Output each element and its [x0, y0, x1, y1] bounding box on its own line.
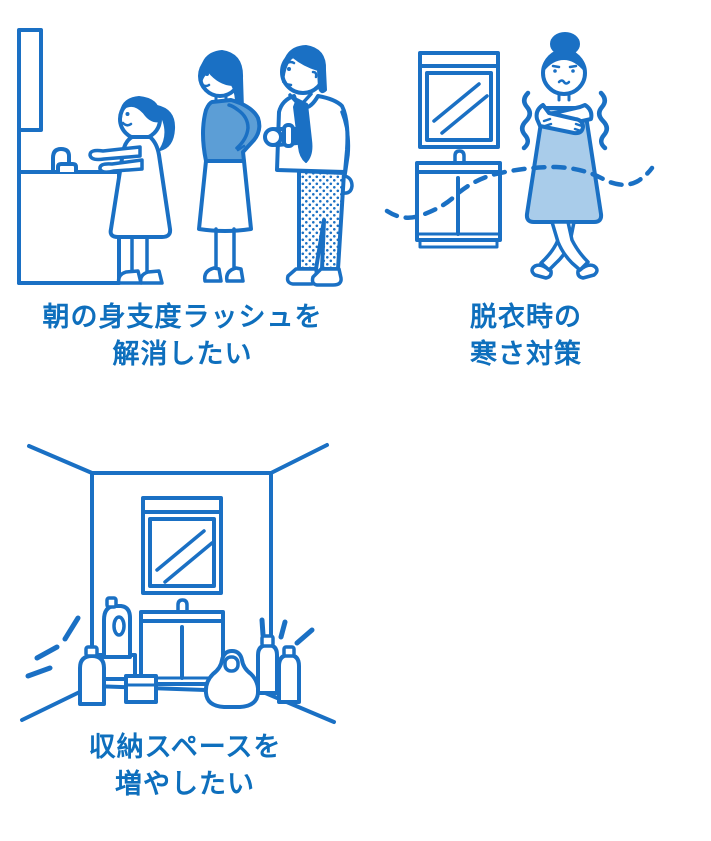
- refill-pouch: [203, 649, 261, 709]
- caption-cold-undressing: 脱衣時の 寒さ対策: [436, 299, 616, 373]
- woman-figure: [197, 50, 262, 283]
- man-figure: [263, 45, 354, 287]
- shivering-person-figure: [524, 32, 604, 280]
- caption-line: 解消したい: [112, 339, 253, 369]
- girl-figure: [88, 96, 176, 285]
- illustration-storage-space: [20, 443, 336, 724]
- caption-line: 朝の身支度ラッシュを: [42, 302, 323, 332]
- shiver-lines-right: [597, 90, 609, 151]
- illustration-morning-rush: [17, 28, 354, 287]
- caption-line: 脱衣時の: [470, 302, 582, 332]
- vanity-icon: [415, 51, 502, 249]
- caption-line: 収納スペースを: [88, 732, 282, 762]
- right-bottles: [256, 617, 315, 704]
- shiver-lines-left: [520, 90, 532, 151]
- left-bottles: [25, 596, 158, 706]
- emphasis-lines-left: [25, 615, 81, 679]
- vanity-icon-2: [139, 496, 225, 686]
- cold-draft-dashes: [384, 164, 655, 220]
- washbasin-icon: [17, 28, 121, 285]
- emphasis-lines-right: [259, 617, 315, 646]
- caption-line: 増やしたい: [115, 769, 255, 799]
- room-corner: [20, 443, 336, 724]
- caption-morning-rush: 朝の身支度ラッシュを 解消したい: [10, 299, 355, 373]
- caption-storage-space: 収納スペースを 増やしたい: [15, 729, 355, 803]
- caption-line: 寒さ対策: [470, 339, 582, 369]
- illustration-cold-undressing: [384, 32, 655, 280]
